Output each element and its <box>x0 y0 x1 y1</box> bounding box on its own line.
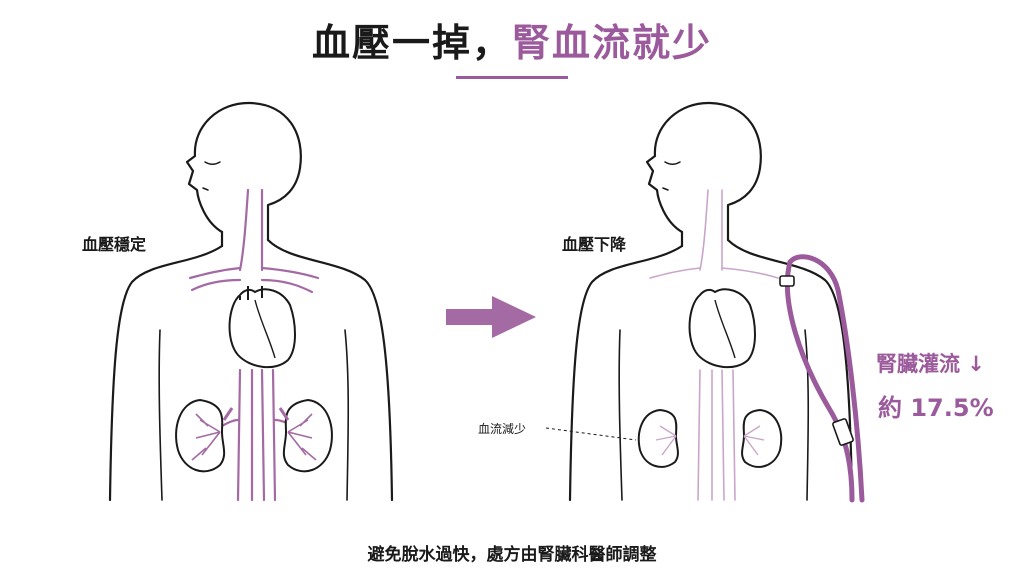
perfusion-stat-label: 腎臟灌流 ↓ <box>876 352 985 376</box>
dialysis-tube <box>784 254 865 503</box>
callout-leader <box>545 427 637 441</box>
title-underline <box>456 76 568 79</box>
right-body-figure <box>568 101 854 502</box>
page-title: 血壓一掉，腎血流就少 <box>0 12 1024 67</box>
right-heart <box>688 288 756 369</box>
tube-clamps <box>779 275 854 446</box>
title-accent: 腎血流就少 <box>512 21 713 65</box>
left-vessels <box>188 188 320 502</box>
perfusion-stat-value: 約 17.5% <box>878 394 994 422</box>
right-kidney-veins <box>655 425 765 456</box>
right-vessels <box>649 189 779 501</box>
transition-arrow <box>446 296 536 338</box>
footer-note: 避免脫水過快，處方由腎臟科醫師調整 <box>367 545 657 565</box>
left-figure-label: 血壓穩定 <box>82 235 147 254</box>
left-kidneys <box>175 398 333 473</box>
left-body-figure <box>108 101 394 502</box>
left-heart <box>228 286 296 369</box>
left-kidney-veins <box>191 407 317 461</box>
title-main: 血壓一掉， <box>311 21 512 65</box>
right-figure-label: 血壓下降 <box>562 235 627 254</box>
right-kidneys <box>637 408 783 468</box>
blood-flow-callout: 血流減少 <box>478 422 527 436</box>
